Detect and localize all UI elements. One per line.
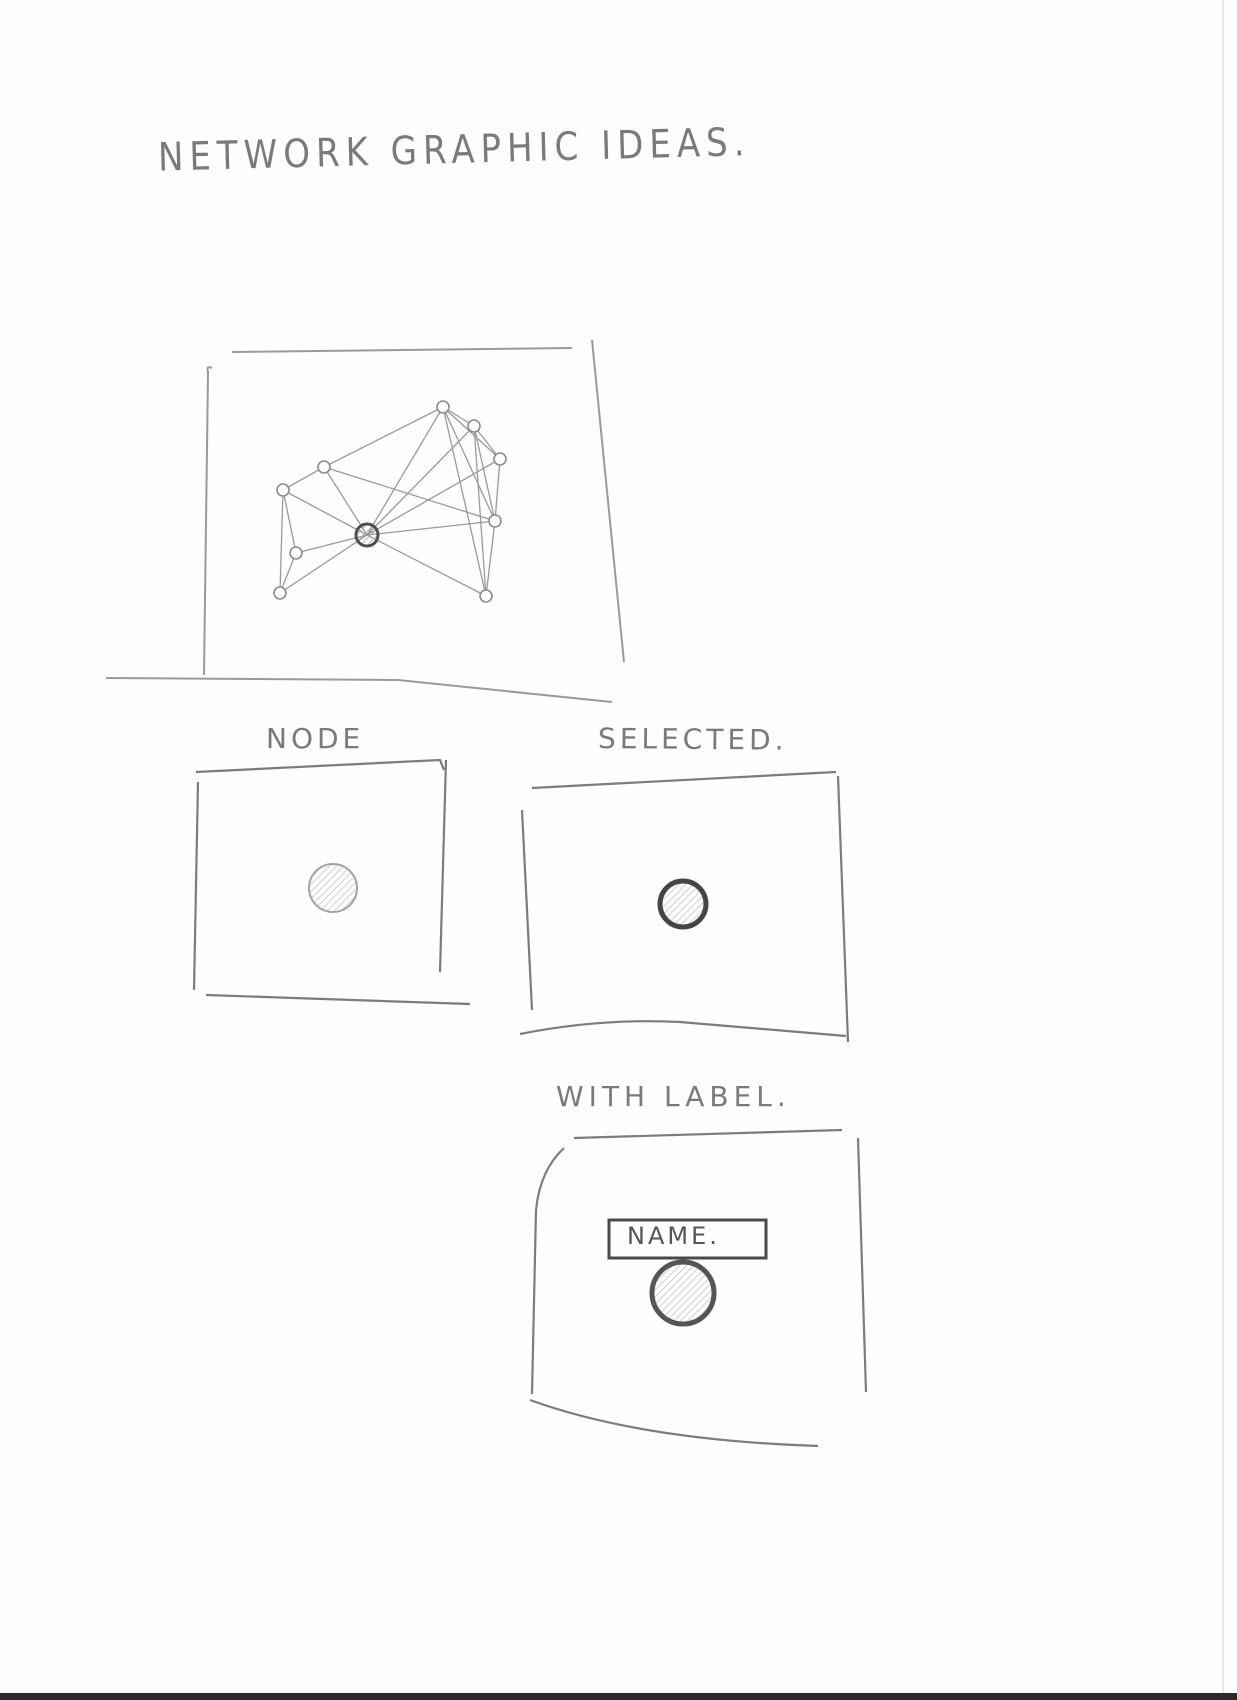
- graph-node: [276, 483, 290, 497]
- network-graph: [279, 406, 501, 597]
- graph-node: [289, 546, 303, 560]
- label-panel-frame: [529, 1128, 868, 1448]
- selected-node-example: [657, 878, 709, 930]
- paper-right-edge: [1222, 0, 1224, 1693]
- selected-panel-frame: [519, 770, 850, 1043]
- scan-bottom-edge: [0, 1693, 1237, 1700]
- graph-node: [493, 452, 507, 466]
- central-selected-node: [354, 522, 380, 548]
- caption-selected: SELECTED.: [597, 722, 788, 757]
- name-tag-box: [607, 1218, 768, 1260]
- graph-node: [467, 419, 481, 433]
- network-nodes: [273, 400, 507, 603]
- graph-node: [317, 460, 331, 474]
- name-tag-text: NAME.: [627, 1222, 720, 1250]
- graph-node: [273, 586, 287, 600]
- labeled-node-example: [649, 1259, 717, 1327]
- network-panel-frame: [105, 339, 625, 703]
- caption-with-label: WITH LABEL.: [556, 1080, 791, 1113]
- graph-node: [436, 400, 450, 414]
- caption-node: NODE: [266, 722, 365, 755]
- node-panel-frame: [192, 758, 471, 1006]
- graph-node: [479, 589, 493, 603]
- graph-node: [488, 514, 502, 528]
- node-example: [308, 863, 358, 913]
